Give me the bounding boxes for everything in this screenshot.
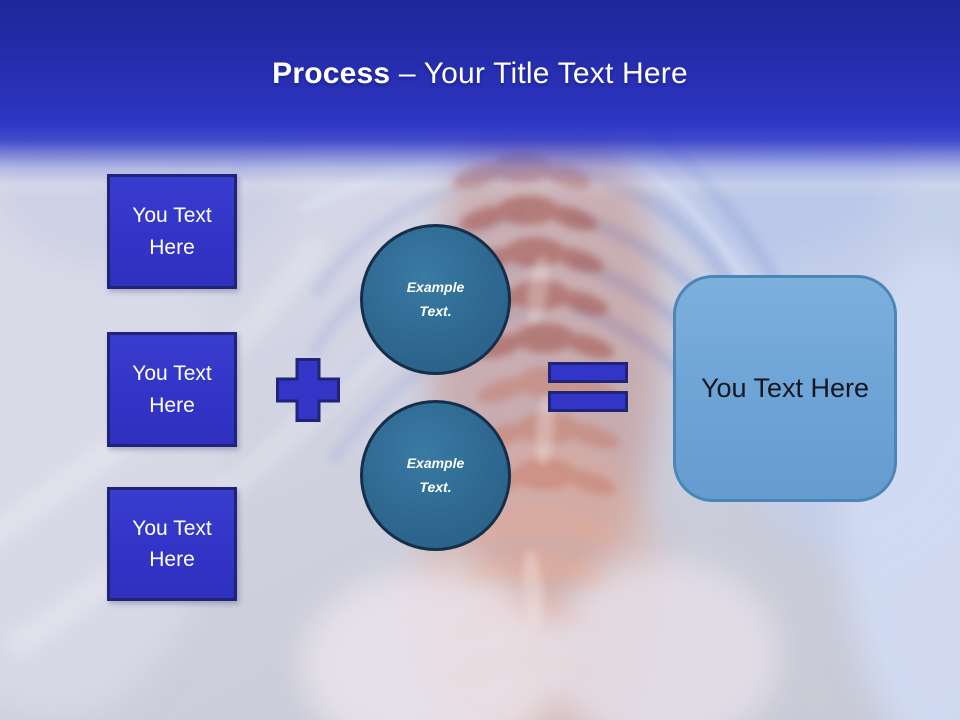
equals-bar-top [548,362,628,383]
result-box-label: You Text Here [700,373,870,403]
plus-icon[interactable] [274,356,342,424]
header-band [0,0,960,200]
slide-title[interactable]: Process – Your Title Text Here [0,57,960,91]
equals-icon[interactable] [548,362,628,412]
example-circle-2[interactable]: Example Text. [360,400,511,551]
example-circle-1[interactable]: Example Text. [360,224,511,375]
example-circle-2-label: Example Text. [406,454,465,495]
text-box-1[interactable]: You Text Here [107,174,237,289]
example-circle-1-label: Example Text. [406,278,465,319]
text-box-3-label: You Text Here [132,516,212,572]
result-box[interactable]: You Text Here [673,275,897,502]
text-box-2-label: You Text Here [132,362,212,417]
slide-title-rest: – Your Title Text Here [390,57,688,90]
equals-bar-bottom [548,391,628,412]
text-box-3[interactable]: You Text Here [107,487,237,601]
text-box-1-label: You Text Here [132,204,212,259]
text-box-2[interactable]: You Text Here [107,332,237,447]
slide-title-emphasis: Process [272,57,391,90]
